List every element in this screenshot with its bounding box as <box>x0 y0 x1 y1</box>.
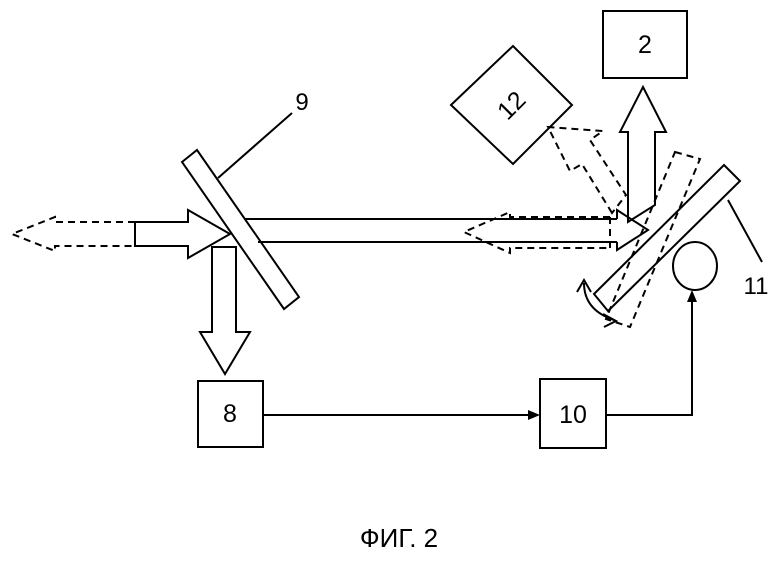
signal-arrowhead-to-10 <box>528 410 540 420</box>
beam-splitter-9 <box>182 150 299 309</box>
left-output-arrow-dashed <box>12 217 135 251</box>
box-10-label: 10 <box>559 401 587 429</box>
ref-11-label: 11 <box>744 273 769 300</box>
box-2-label: 2 <box>638 31 652 59</box>
box-12-label: 12 <box>492 86 531 125</box>
signal-line-10-to-actuator <box>606 295 692 415</box>
mirror-tilted-position-dashed <box>606 152 700 327</box>
main-beam-arrow <box>245 210 648 250</box>
ref-9-label: 9 <box>295 89 308 116</box>
down-beam-arrow <box>200 247 250 374</box>
deflected-beam-arrow-dashed <box>548 127 626 213</box>
box-8-label: 8 <box>223 400 237 428</box>
leader-line-9 <box>218 113 292 178</box>
up-beam-arrow <box>620 87 666 222</box>
input-beam-arrow <box>135 210 230 258</box>
actuator-circle <box>673 242 717 290</box>
figure-caption: ФИГ. 2 <box>360 523 438 553</box>
signal-arrowhead-to-actuator <box>687 290 697 302</box>
leader-line-11 <box>728 200 762 262</box>
